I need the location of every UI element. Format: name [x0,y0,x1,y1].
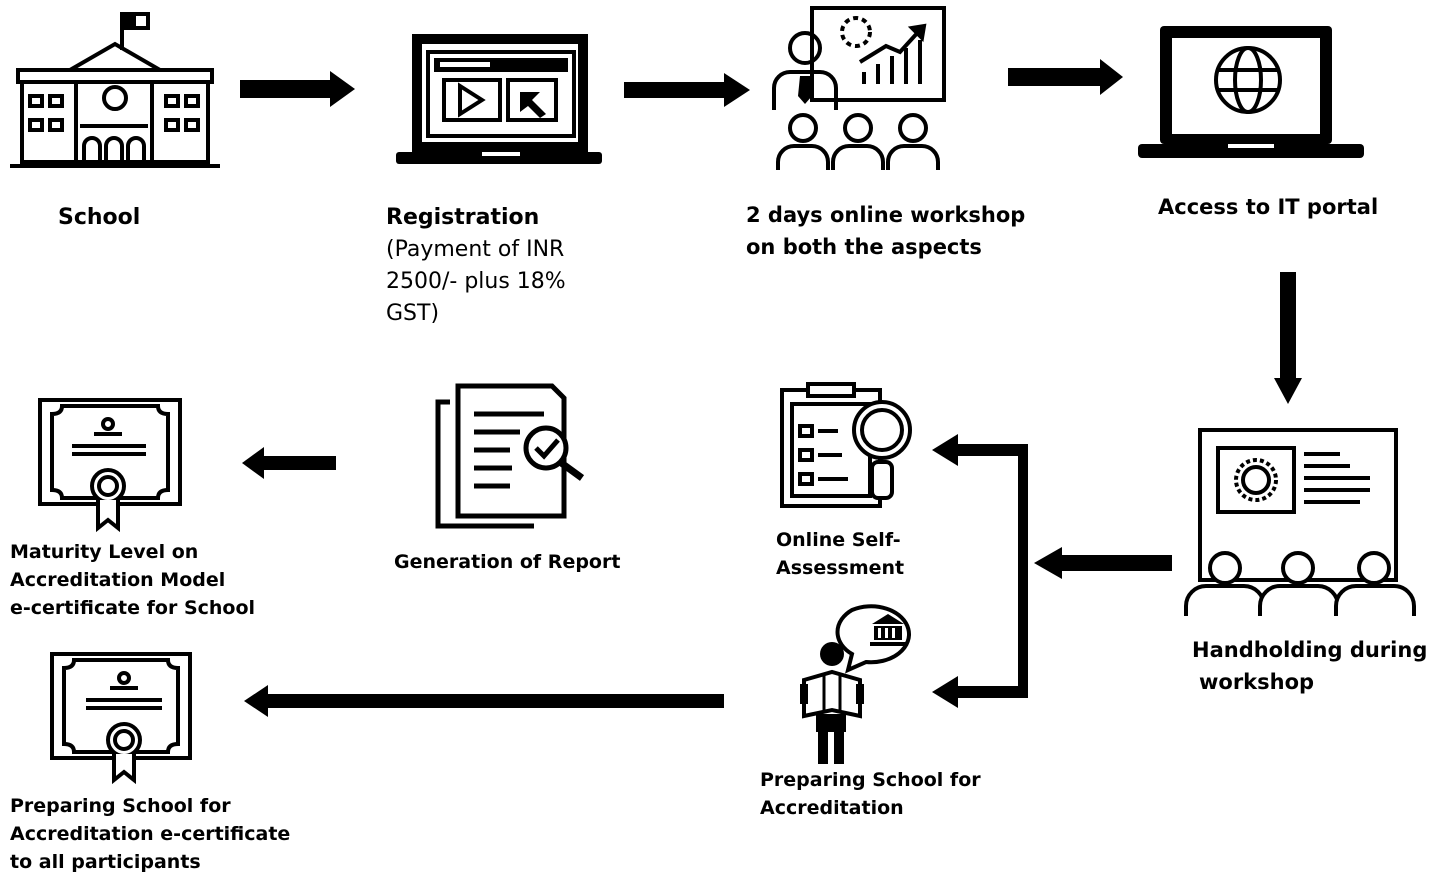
workshop-line: on both the aspects [746,235,982,259]
certificate-icon [38,398,182,533]
arrow-handholding-to-assessment [1034,547,1172,579]
handholding-line: Handholding during [1192,638,1428,662]
portal-title: Access to IT portal [1158,195,1379,219]
presentation-audience-icon [772,6,946,170]
arrow-school-to-registration [240,71,355,107]
portal-label: Access to IT portal [1158,191,1378,223]
laptop-video-icon [396,34,602,164]
workshop-line: 2 days online workshop [746,203,1026,227]
laptop-globe-icon [1138,26,1364,158]
arrow-workshop-to-portal [1008,59,1123,95]
preparing-line: Preparing School for [760,769,981,791]
school-building-icon [10,12,220,168]
participants-line: Accreditation e-certificate [10,823,291,845]
handholding-label: Handholding during workshop [1192,634,1427,698]
registration-label: Registration (Payment of INR 2500/- plus… [386,202,566,330]
report-label: Generation of Report [394,548,620,576]
checklist-magnifier-icon [780,382,912,508]
arrow-report-to-maturity [242,447,336,479]
preparing-label: Preparing School for Accreditation [760,766,981,822]
registration-detail-line: GST) [386,301,440,326]
maturity-line: Maturity Level on [10,541,199,563]
registration-detail-line: (Payment of INR [386,237,565,262]
registration-detail-line: 2500/- plus 18% [386,269,566,294]
participants-line: Preparing School for [10,795,231,817]
arrow-registration-to-workshop [624,73,750,107]
participants-line: to all participants [10,851,201,873]
self-assessment-line: Online Self- [776,529,901,551]
maturity-line: Accreditation Model [10,569,226,591]
workshop-label: 2 days online workshop on both the aspec… [746,199,1025,263]
arrow-portal-to-handholding [1274,272,1302,404]
self-assessment-line: Assessment [776,557,905,579]
maturity-line: e-certificate for School [10,597,256,619]
report-title: Generation of Report [394,551,621,573]
person-map-icon [800,604,912,764]
certificate-icon [50,652,192,785]
document-search-icon [435,383,585,529]
handholding-line: workshop [1199,670,1315,694]
screen-audience-icon [1184,428,1416,616]
participants-label: Preparing School for Accreditation e-cer… [10,792,290,876]
preparing-line: Accreditation [760,797,904,819]
bracket-connector [932,434,1028,708]
self-assessment-label: Online Self- Assessment [776,526,904,582]
arrow-preparing-to-participants [244,685,724,717]
school-title: School [58,205,141,230]
maturity-label: Maturity Level on Accreditation Model e-… [10,538,255,622]
school-label: School [58,204,140,232]
registration-title: Registration [386,205,540,230]
